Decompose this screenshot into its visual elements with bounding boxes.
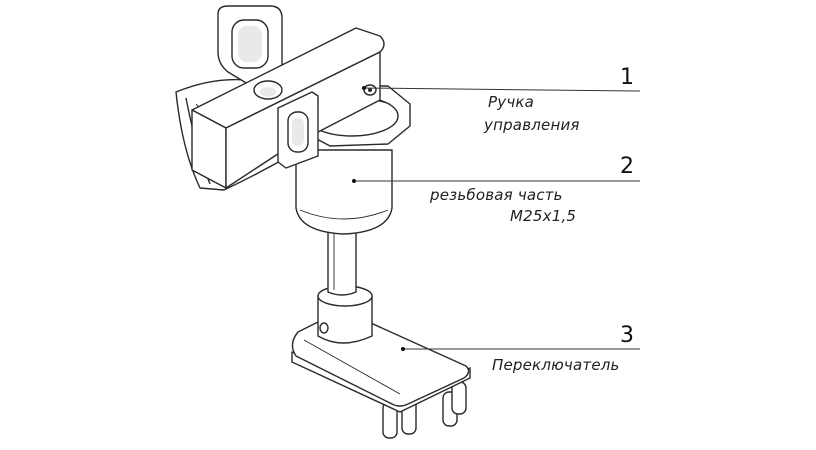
threaded-part (295, 149, 393, 235)
callout-1: 1 Ручка управления (483, 65, 634, 134)
callout-number-1: 1 (620, 65, 634, 90)
callout-number-2: 2 (620, 154, 634, 179)
handle-bracket (217, 5, 283, 85)
callout-2: 2 резьбовая часть М25х1,5 (429, 154, 634, 225)
callout-label-1-line-2: управления (483, 116, 580, 134)
leader-lines (352, 86, 641, 351)
leader-dot-2 (352, 179, 356, 183)
lower-coupling (317, 285, 373, 344)
leader-line-1 (363, 87, 641, 92)
callout-3: 3 Переключатель (492, 323, 634, 374)
callout-label-2-line-1: резьбовая часть (429, 186, 563, 204)
shaft (327, 225, 357, 296)
leader-dot-1 (362, 86, 366, 90)
callout-number-3: 3 (620, 323, 634, 348)
callout-label-1-line-1: Ручка (488, 93, 534, 111)
leader-dot-3 (401, 347, 405, 351)
callout-label-3-line-1: Переключатель (492, 356, 620, 374)
control-handle (191, 27, 385, 189)
callout-label-2-line-2: М25х1,5 (510, 207, 576, 225)
